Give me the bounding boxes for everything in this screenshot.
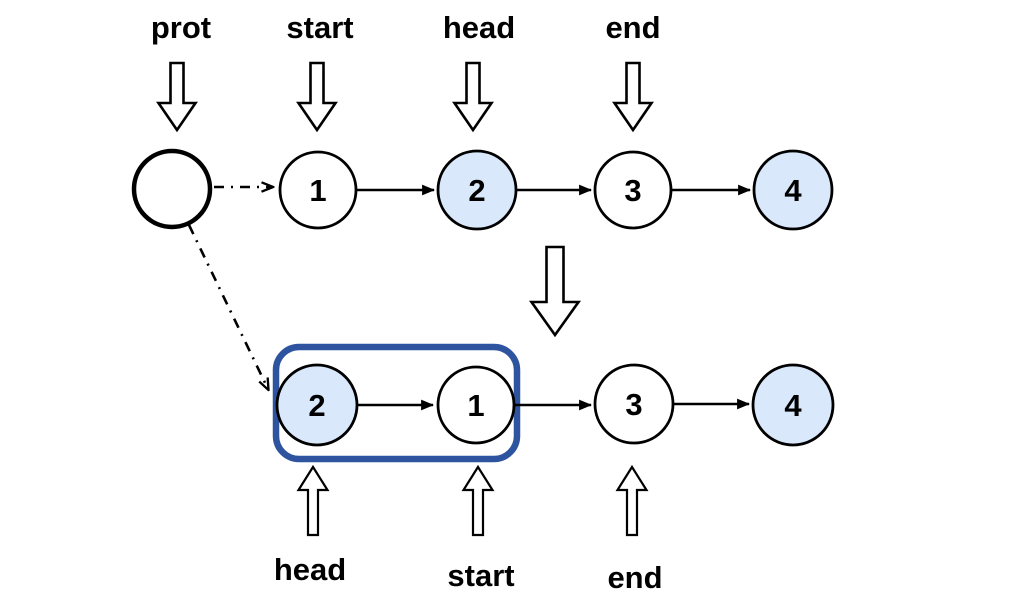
pointer-label-head-top: head — [443, 10, 515, 45]
node-after-3 — [593, 363, 675, 445]
down-arrow-head — [452, 61, 494, 133]
node-before-1-value: 1 — [309, 173, 326, 208]
up-arrow-start — [461, 464, 495, 537]
node-before-3-value: 3 — [624, 173, 641, 208]
node-after-4 — [751, 363, 835, 447]
pointer-label-end-top: end — [605, 10, 660, 45]
pointer-label-head-bottom: head — [274, 552, 346, 587]
pointer-label-end-bottom: end — [607, 560, 662, 595]
node-before-4-value: 4 — [784, 173, 802, 208]
node-before-2-value: 2 — [468, 173, 485, 208]
node-after-4-value: 4 — [784, 388, 802, 423]
node-after-3-value: 3 — [625, 387, 642, 422]
node-after-2 — [275, 363, 359, 447]
pointer-label-prot-top: prot — [151, 10, 211, 45]
node-before-4 — [752, 149, 834, 231]
pointer-label-start-top: start — [286, 10, 353, 45]
up-arrow-head — [296, 464, 330, 537]
node-after-1-value: 1 — [467, 388, 484, 423]
node-after-2-value: 2 — [308, 388, 325, 423]
pointer-label-start-bottom: start — [447, 558, 514, 593]
up-arrow-end — [615, 464, 649, 537]
down-arrow-start — [296, 61, 338, 133]
transform-down-arrow — [528, 245, 582, 338]
down-arrow-end — [612, 61, 654, 133]
node-prot — [131, 148, 213, 230]
down-arrow-prot — [156, 61, 198, 133]
prot-next-diagonal-arrow — [187, 224, 268, 389]
